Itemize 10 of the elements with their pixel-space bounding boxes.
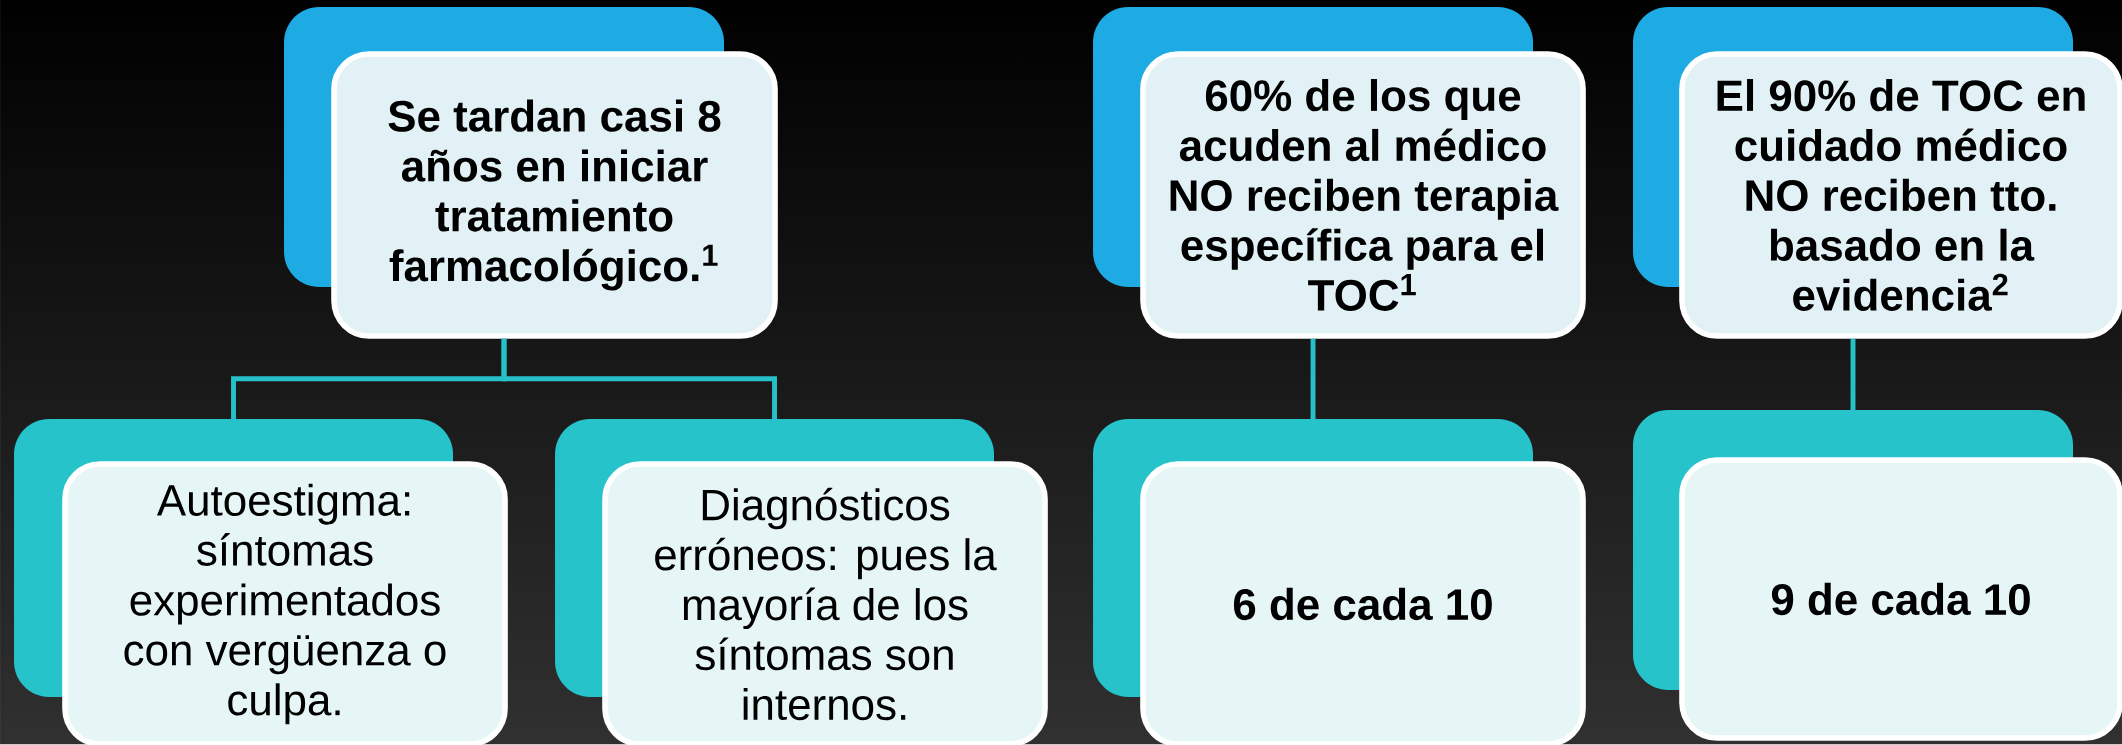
- text-card: Autoestigma: síntomas experimentados con vergüenza o culpa.: [14, 419, 508, 745]
- text-card: 9 de cada 10: [1633, 410, 2122, 741]
- text-card: El 90% de TOC en cuidado médico NO reciben tto. basado en la evidencia$^{2}$: [1633, 7, 2122, 339]
- connector-line: [1310, 338, 1316, 419]
- text-card: Diagnósticos erróneos: pues la mayoría de los síntomas son internos.: [555, 419, 1048, 745]
- text-card: 60% de los que acuden al médico NO reciben terapia específica para el TOC$^{1}$: [1093, 7, 1586, 339]
- text-card: 6 de cada 10: [1093, 419, 1586, 745]
- text-card: Se tardan casi 8 años en iniciar tratamiento farmacológico.$^{1}$: [284, 7, 778, 339]
- connector-line: [1850, 338, 1856, 410]
- connector-line: [501, 338, 777, 419]
